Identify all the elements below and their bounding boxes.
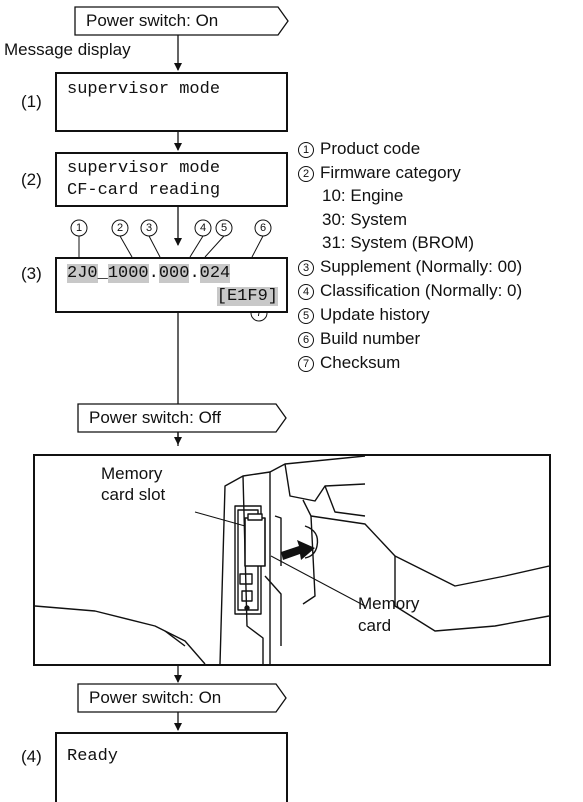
power-off-label: Power switch: Off [89, 408, 221, 427]
display-box-2: supervisor mode CF-card reading [55, 152, 288, 207]
display-2-line-2: CF-card reading [67, 181, 221, 200]
display-2-line-1: supervisor mode [67, 159, 221, 178]
step-3-label: (3) [21, 264, 42, 283]
display-box-1: supervisor mode [55, 72, 288, 132]
legend-2-sub-1: 10: Engine [322, 186, 404, 205]
callout-2: 2 [116, 222, 124, 234]
power-off-tag-shape [77, 403, 287, 433]
power-on-tag-shape [74, 6, 289, 36]
display-4-line-1: Ready [67, 747, 119, 766]
classification: 000 [158, 264, 190, 283]
version-line: 2J0_1000.000.024 [67, 263, 231, 285]
step-4-label: (4) [21, 747, 42, 766]
printer-illustration [35, 456, 549, 664]
display-box-4: Ready [55, 732, 288, 802]
memory-card-slot-label: Memory card slot [101, 464, 166, 504]
version-sep-1: _ [97, 264, 108, 283]
power-on-tag-shape-2 [77, 683, 287, 713]
power-on-label-2: Power switch: On [89, 688, 222, 707]
illustration-frame: Memory card slot Memory card [33, 454, 551, 666]
power-on-label: Power switch: On [86, 11, 219, 30]
build-number: 024 [199, 264, 231, 283]
callout-5: 5 [220, 222, 228, 234]
display-box-3: 2J0_1000.000.024 [E1F9] [55, 257, 288, 313]
display-1-line-1: supervisor mode [67, 80, 221, 99]
message-display-label: Message display [4, 40, 131, 59]
firmware-category: 1000 [107, 264, 149, 283]
step-2-label: (2) [21, 170, 42, 189]
legend-2-sub-3: 31: System (BROM) [322, 233, 475, 252]
callout-3: 3 [145, 222, 153, 234]
checksum: [E1F9] [216, 287, 278, 306]
step-1-label: (1) [21, 92, 42, 111]
callout-6: 6 [259, 222, 267, 234]
product-code: 2J0 [67, 264, 98, 283]
version-sep-3: . [189, 264, 200, 283]
callout-7: 7 [255, 307, 263, 319]
memory-card-label: Memory card [358, 594, 420, 635]
legend-2-sub-2: 30: System [322, 210, 408, 229]
version-sep-2: . [148, 264, 159, 283]
pull-arrow [281, 540, 315, 560]
callout-1: 1 [75, 222, 83, 234]
callout-4: 4 [199, 222, 207, 234]
